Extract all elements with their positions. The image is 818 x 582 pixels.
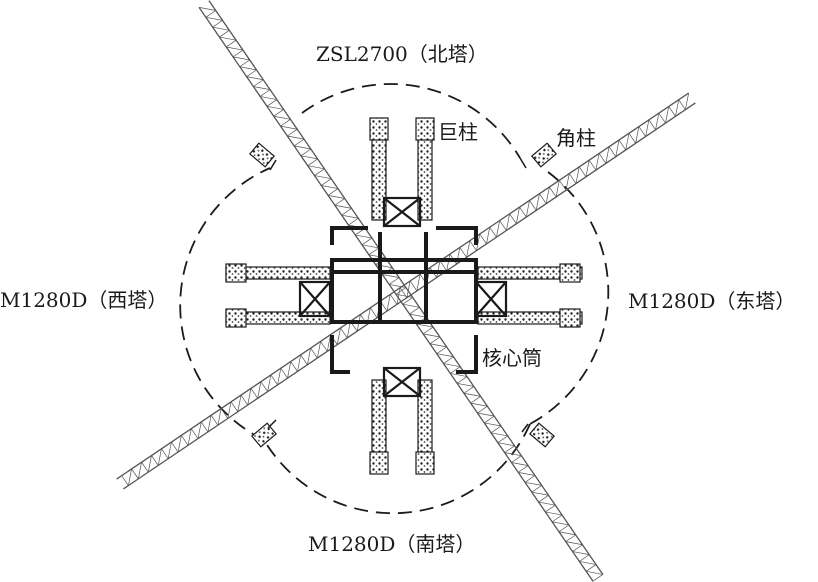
dashed-boundary [179, 83, 610, 515]
east-tower-label: M1280D（东塔） [628, 289, 796, 313]
corner-column-label: 角柱 [556, 126, 596, 150]
mega-column-label: 巨柱 [438, 120, 478, 144]
leader-lines [267, 157, 529, 433]
crane-jibs [116, 0, 696, 582]
south-tower-label: M1280D（南塔） [308, 532, 476, 556]
crane-jib-ne-sw [116, 92, 696, 490]
crane-jib-nw-se [198, 0, 604, 582]
corner-columns [248, 142, 558, 448]
core-tube-label: 核心筒 [482, 346, 542, 370]
crane-base-frames [298, 196, 508, 398]
west-tower-label: M1280D（西塔） [0, 288, 168, 312]
north-tower-label: ZSL2700（北塔） [316, 42, 488, 66]
